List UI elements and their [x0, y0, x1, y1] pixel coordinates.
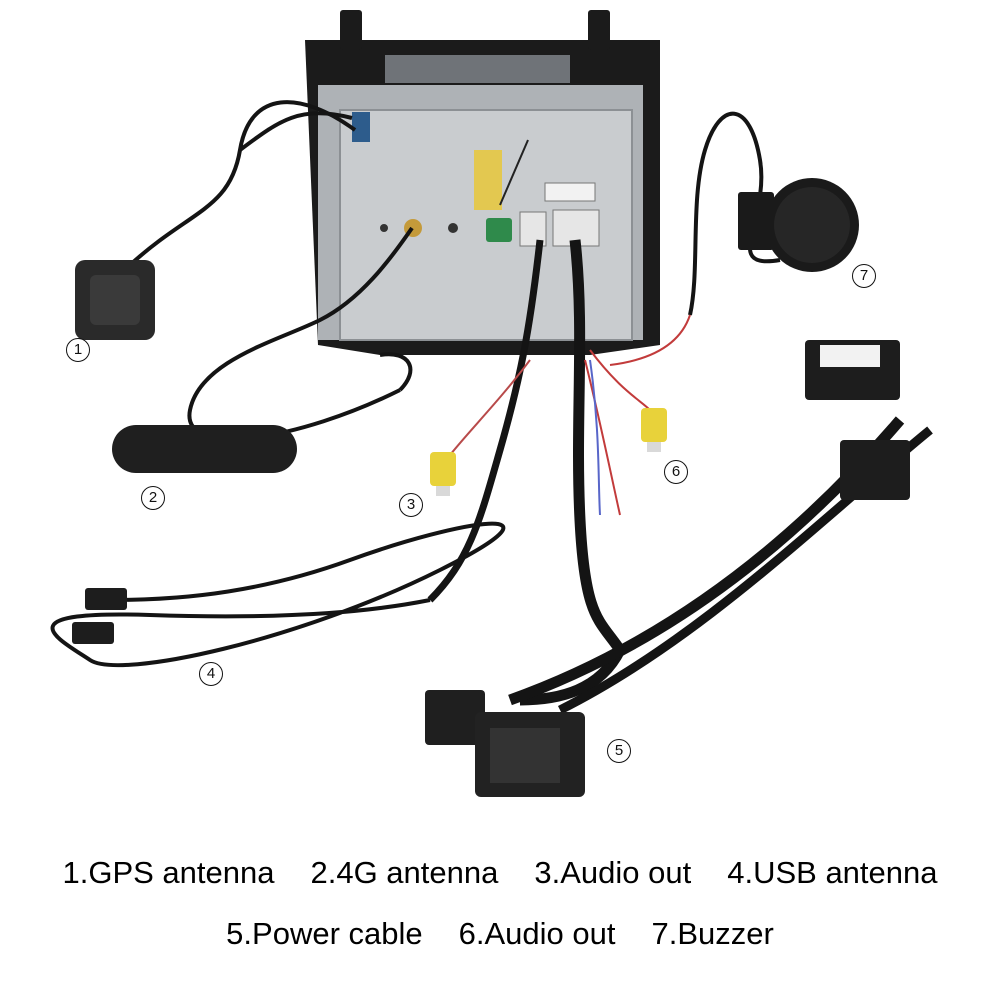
legend-item-power-cable: 5.Power cable	[226, 916, 423, 951]
legend-item-buzzer: 7.Buzzer	[651, 916, 774, 951]
legend-row-1: 1.GPS antenna 2.4G antenna 3.Audio out 4…	[0, 855, 1000, 891]
gps-antenna	[75, 100, 357, 340]
product-photo	[50, 10, 933, 797]
legend-item-usb-antenna: 4.USB antenna	[727, 855, 938, 890]
legend-item-audio-out-3: 3.Audio out	[534, 855, 692, 890]
callout-6: 6	[664, 460, 688, 484]
usb-cable	[50, 521, 506, 668]
audio-out-6-connector	[641, 408, 667, 452]
head-unit	[305, 10, 660, 355]
callout-5: 5	[607, 739, 631, 763]
legend-item-4g-antenna: 2.4G antenna	[310, 855, 499, 890]
callout-4: 4	[199, 662, 223, 686]
legend-item-gps-antenna: 1.GPS antenna	[62, 855, 275, 890]
legend-item-audio-out-6: 6.Audio out	[458, 916, 616, 951]
callout-7: 7	[852, 264, 876, 288]
callout-2: 2	[141, 486, 165, 510]
callout-1: 1	[66, 338, 90, 362]
buzzer	[609, 111, 859, 366]
audio-out-3-connector	[430, 452, 456, 496]
callout-3: 3	[399, 493, 423, 517]
4g-antenna	[112, 226, 414, 473]
legend-row-2: 5.Power cable 6.Audio out 7.Buzzer	[0, 916, 1000, 952]
power-cable	[425, 340, 933, 797]
